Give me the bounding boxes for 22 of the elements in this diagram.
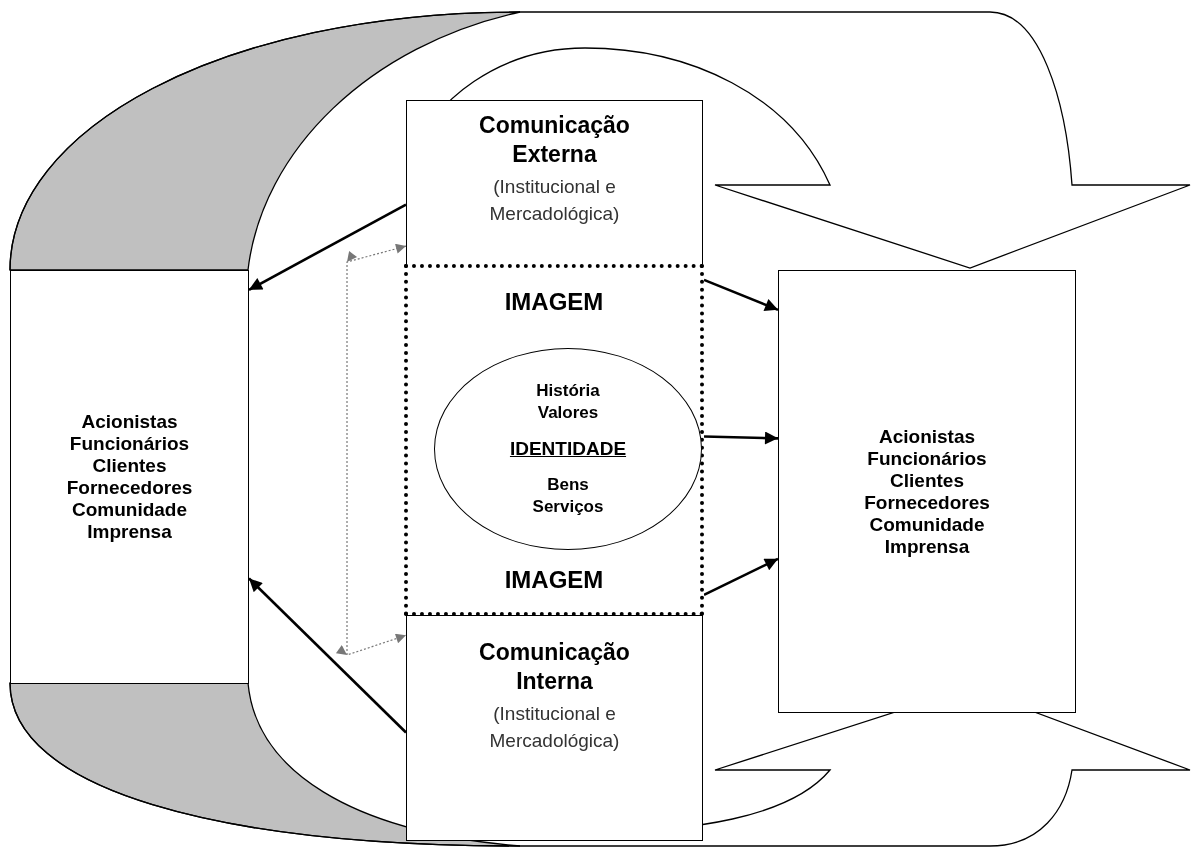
dotted-double-arrow <box>336 244 407 656</box>
identity-items: História Valores <box>536 380 600 424</box>
arrow <box>703 557 779 597</box>
arrow <box>248 203 407 291</box>
arrow <box>703 431 779 445</box>
identity-items: Bens Serviços <box>532 474 604 518</box>
audience-box <box>10 270 249 684</box>
box-title: Comunicação Interna <box>478 638 631 696</box>
box-title: Comunicação Externa <box>478 111 631 169</box>
image-heading: IMAGEM <box>503 566 605 594</box>
arrow <box>248 577 407 734</box>
arrow <box>703 278 779 312</box>
box-subtitle: (Institucional e Mercadológica) <box>488 175 621 226</box>
identity-heading: IDENTIDADE <box>509 438 627 460</box>
stakeholder-list: Acionistas Funcionários Clientes Fornecedores Comunidade Imprensa <box>864 425 990 558</box>
image-dotted-box <box>404 264 704 616</box>
text-box <box>406 615 703 841</box>
box-subtitle: (Institucional e Mercadológica) <box>488 702 621 753</box>
stakeholder-list: Acionistas Funcionários Clientes Fornecedores Comunidade Imprensa <box>66 411 193 543</box>
text-box <box>406 100 703 266</box>
audience-box <box>778 270 1076 713</box>
image-heading: IMAGEM <box>503 288 605 316</box>
